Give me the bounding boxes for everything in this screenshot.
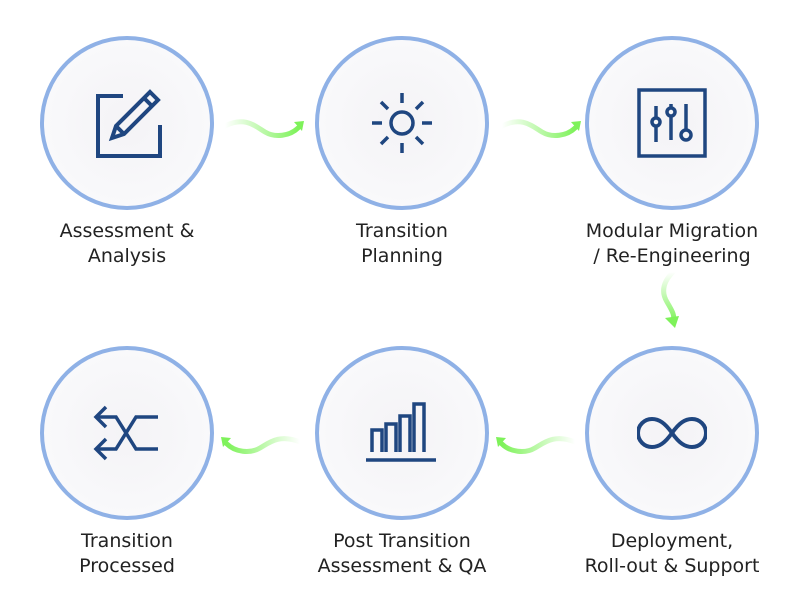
step-label: Assessment &Analysis — [59, 220, 195, 267]
step-circle — [315, 36, 489, 210]
step-circle — [40, 36, 214, 210]
sun-icon — [372, 93, 432, 153]
arrow-right-icon — [499, 119, 581, 138]
shuffle-icon — [93, 405, 158, 461]
sliders-icon — [637, 88, 707, 158]
step-circle — [585, 346, 759, 520]
step-label: Deployment,Roll-out & Support — [584, 530, 760, 577]
infinity-icon — [637, 416, 707, 450]
step-label: Modular Migration/ Re-Engineering — [585, 220, 759, 267]
step-circle — [585, 36, 759, 210]
bar-chart-icon — [366, 402, 436, 462]
arrow-down-icon — [661, 269, 679, 328]
arrow-left-icon — [496, 436, 578, 454]
arrow-right-icon — [222, 119, 304, 138]
step-circle — [40, 346, 214, 520]
step-circle — [315, 346, 489, 520]
edit-icon — [96, 89, 162, 158]
arrow-left-icon — [221, 436, 303, 454]
